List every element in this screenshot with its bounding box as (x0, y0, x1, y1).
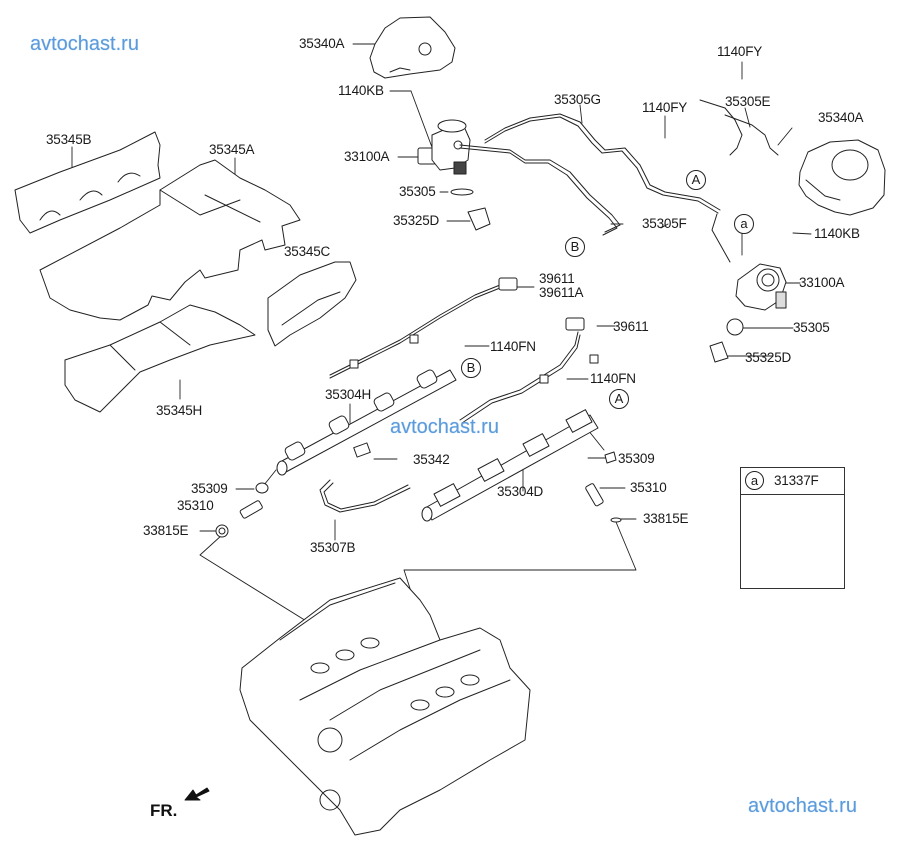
part-label-1140FN[interactable]: 1140FN (590, 371, 636, 386)
part-label-35304H[interactable]: 35304H (325, 387, 372, 402)
inset-callout-a: a (745, 471, 764, 490)
o-rings (450, 188, 744, 336)
inset-box-31337F: a 31337F (740, 467, 845, 589)
part-label-35340A[interactable]: 35340A (299, 36, 345, 51)
pressure-sensor-35342 (353, 442, 371, 458)
inset-part-label-31337F[interactable]: 31337F (774, 473, 819, 488)
part-label-35309[interactable]: 35309 (618, 451, 655, 466)
part-label-33815E[interactable]: 33815E (143, 523, 189, 538)
part-label-1140FY[interactable]: 1140FY (642, 100, 688, 115)
part-label-35345C[interactable]: 35345C (284, 244, 331, 259)
front-arrow-icon (184, 787, 210, 801)
cover-35340A-left (369, 16, 456, 79)
pump-33100A-left (417, 119, 471, 175)
cover-35345H (64, 304, 256, 413)
part-label-35305[interactable]: 35305 (399, 184, 436, 199)
part-label-35325D[interactable]: 35325D (393, 213, 440, 228)
part-label-39611[interactable]: 39611 (539, 271, 575, 286)
cover-35345B (14, 131, 161, 234)
tappets-35325D (467, 207, 729, 363)
part-label-39611A[interactable]: 39611A (539, 285, 584, 300)
part-label-35345A[interactable]: 35345A (209, 142, 255, 157)
part-label-1140KB[interactable]: 1140KB (338, 83, 384, 98)
callout-a[interactable]: a (734, 214, 754, 234)
watermark-top-left: avtochast.ru (30, 33, 139, 55)
part-label-35305E[interactable]: 35305E (725, 94, 771, 109)
part-label-1140KB[interactable]: 1140KB (814, 226, 860, 241)
part-label-35307B[interactable]: 35307B (310, 540, 356, 555)
cover-35340A-right (798, 139, 886, 216)
inset-header: a 31337F (741, 468, 844, 495)
part-label-35305G[interactable]: 35305G (554, 92, 601, 107)
fuel-lines (459, 99, 779, 263)
fuel-rail-35304H (276, 369, 457, 476)
cover-35345A (39, 159, 301, 321)
front-direction-label: FR. (150, 801, 178, 820)
part-label-33815E[interactable]: 33815E (643, 511, 689, 526)
part-label-35342[interactable]: 35342 (413, 452, 450, 467)
connectors (349, 277, 599, 384)
part-label-1140FY[interactable]: 1140FY (717, 44, 763, 59)
part-label-39611[interactable]: 39611 (613, 319, 649, 334)
part-label-35310[interactable]: 35310 (630, 480, 667, 495)
callout-A[interactable]: A (686, 170, 706, 190)
fuel-rail-35304D (421, 409, 599, 522)
cover-35345C (267, 261, 357, 347)
callout-A[interactable]: A (609, 389, 629, 409)
part-label-35310[interactable]: 35310 (177, 498, 214, 513)
part-label-1140FN[interactable]: 1140FN (490, 339, 536, 354)
watermark-center: avtochast.ru (390, 416, 499, 438)
part-label-35345B[interactable]: 35345B (46, 132, 92, 147)
rail-pipe-35307B (319, 479, 411, 513)
part-label-35304D[interactable]: 35304D (497, 484, 544, 499)
part-label-35309[interactable]: 35309 (191, 481, 228, 496)
callout-B[interactable]: B (461, 358, 481, 378)
wiring-harnesses (329, 284, 581, 424)
engine-block (239, 577, 531, 836)
part-label-35325D[interactable]: 35325D (745, 350, 792, 365)
watermark-bottom-right: avtochast.ru (748, 795, 857, 817)
injector-right (585, 451, 622, 523)
part-label-35305[interactable]: 35305 (793, 320, 830, 335)
part-label-35340A[interactable]: 35340A (818, 110, 864, 125)
part-label-35345H[interactable]: 35345H (156, 403, 203, 418)
injector-left (215, 482, 269, 538)
callout-B[interactable]: B (565, 237, 585, 257)
part-label-33100A[interactable]: 33100A (799, 275, 845, 290)
pump-33100A-right (735, 263, 787, 311)
part-label-35305F[interactable]: 35305F (642, 216, 687, 231)
part-label-33100A[interactable]: 33100A (344, 149, 390, 164)
